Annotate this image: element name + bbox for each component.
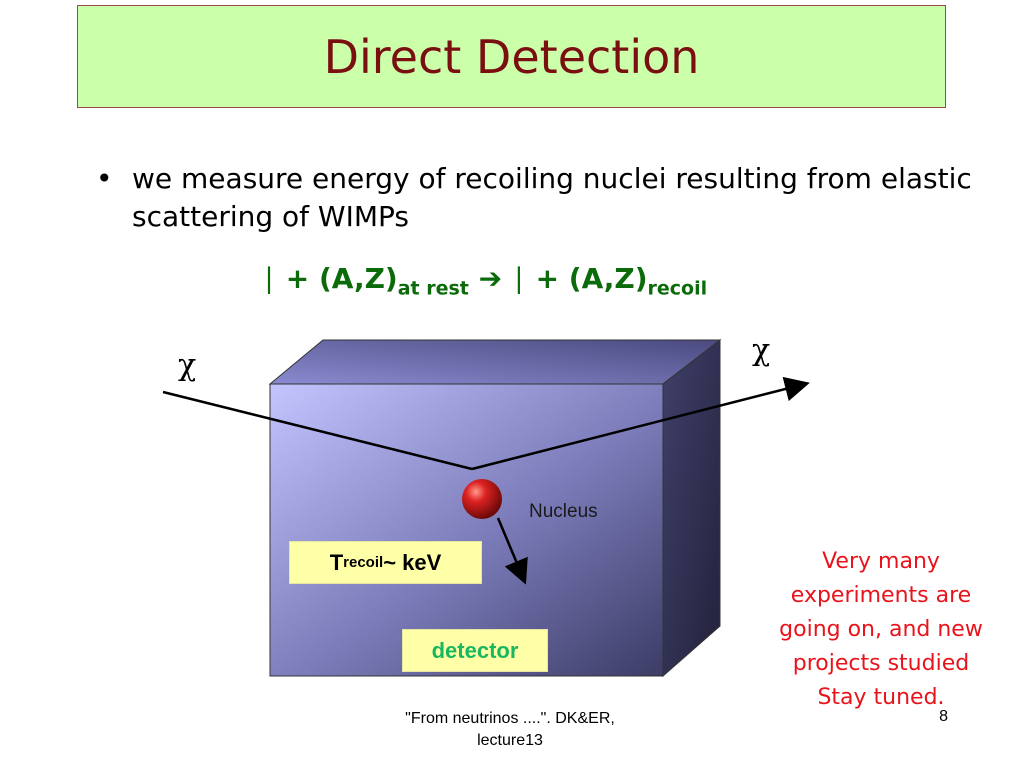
chi-in-label: χ <box>178 348 196 383</box>
nucleus-label: Nucleus <box>529 501 598 522</box>
note-line: going on, and new <box>756 613 1006 647</box>
note-line: projects studied <box>756 647 1006 681</box>
note-line: experiments are <box>756 579 1006 613</box>
footer-source: "From neutrinos ....". DK&ER, lecture13 <box>360 708 660 752</box>
detector-label: detector <box>432 638 519 664</box>
detector-label-box: detector <box>402 629 548 672</box>
page-number: 8 <box>918 708 948 726</box>
footer-line-2: lecture13 <box>360 730 660 752</box>
side-note: Very many experiments are going on, and … <box>756 545 1006 715</box>
recoil-sub: recoil <box>343 554 383 571</box>
nucleus-icon <box>462 479 502 519</box>
recoil-T: T <box>330 550 343 576</box>
box-top-face <box>270 340 720 384</box>
footer-line-1: "From neutrinos ....". DK&ER, <box>360 708 660 730</box>
box-side-face <box>663 340 720 676</box>
recoil-value: ~ keV <box>383 550 441 576</box>
note-line: Stay tuned. <box>756 681 1006 715</box>
chi-out-label: χ <box>752 333 770 368</box>
note-line: Very many <box>756 545 1006 579</box>
